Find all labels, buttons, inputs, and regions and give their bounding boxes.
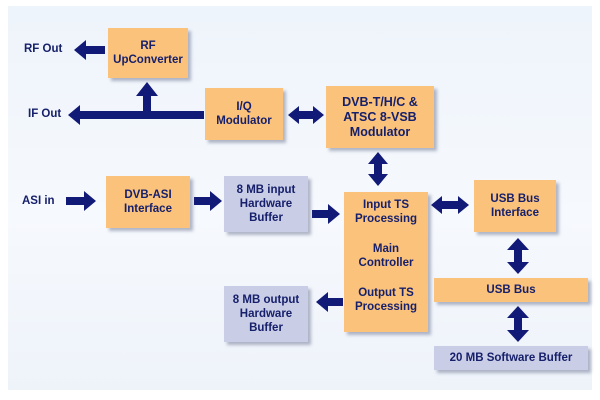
iq-modulator-line-1: I/Q (236, 100, 252, 113)
dvb-modulator-line-2: ATSC 8-VSB (343, 109, 417, 124)
arrow-iq-dvb (288, 106, 324, 124)
dvb-modulator-line-1: DVB-T/H/C & (342, 94, 418, 109)
arrow-bus-swbuf (507, 306, 529, 342)
asi-in-label: ASI in (22, 195, 55, 207)
ts-processing-controller-block: Input TS Processing Main Controller Outp… (344, 192, 428, 332)
input-ts-line-1: Input TS (363, 199, 409, 211)
iq-modulator-line-2: Modulator (216, 115, 272, 127)
if-out-label: IF Out (28, 108, 62, 120)
rf-upconverter-line-1: RF (140, 39, 156, 52)
input-buffer-line-1: 8 MB input (236, 183, 296, 196)
rf-upconverter-block: RF UpConverter (108, 28, 188, 78)
dvb-atsc-modulator-block: DVB-T/H/C & ATSC 8-VSB Modulator (326, 86, 434, 148)
arrow-asi-buffer (194, 191, 222, 211)
usb-interface-line-1: USB Bus (490, 192, 540, 205)
input-buffer-line-3: Buffer (249, 212, 283, 224)
dvb-asi-line-1: DVB-ASI (124, 188, 172, 201)
usb-bus-label: USB Bus (486, 283, 536, 296)
usb-bus-interface-block: USB Bus Interface (474, 180, 556, 232)
usb-bus-block: USB Bus (434, 278, 588, 302)
dvb-asi-line-2: Interface (124, 203, 172, 215)
arrow-buffer-ts (312, 204, 340, 224)
output-buffer-line-2: Hardware (239, 307, 293, 320)
rf-out-label: RF Out (24, 43, 63, 55)
arrow-ts-outbuf (316, 292, 343, 312)
arrow-ts-usb (431, 196, 469, 214)
arrow-rf-out (74, 40, 105, 60)
dvb-modulator-line-3: Modulator (349, 124, 411, 139)
output-buffer-line-3: Buffer (249, 322, 283, 334)
input-ts-line-2: Processing (355, 213, 417, 226)
input-buffer-line-2: Hardware (239, 197, 293, 210)
input-hardware-buffer-block: 8 MB input Hardware Buffer (224, 176, 308, 232)
arrow-dvb-ts (368, 152, 388, 186)
dvb-asi-interface-block: DVB-ASI Interface (106, 176, 190, 228)
output-ts-line-1: Output TS (358, 287, 414, 300)
output-buffer-line-1: 8 MB output (232, 293, 300, 306)
main-controller-line-2: Controller (358, 257, 414, 270)
arrow-if-out (68, 105, 204, 125)
output-hardware-buffer-block: 8 MB output Hardware Buffer (224, 286, 308, 342)
rf-upconverter-line-2: UpConverter (113, 54, 183, 66)
software-buffer-block: 20 MB Software Buffer (434, 346, 588, 370)
arrow-up-rfup (136, 82, 158, 112)
iq-modulator-block: I/Q Modulator (205, 88, 283, 140)
output-ts-line-2: Processing (355, 301, 417, 314)
main-controller-line-1: Main (372, 243, 400, 256)
arrow-usbif-bus (507, 238, 529, 274)
arrow-asi-in (66, 191, 96, 211)
usb-interface-line-2: Interface (491, 207, 539, 219)
software-buffer-label: 20 MB Software Buffer (449, 351, 573, 364)
